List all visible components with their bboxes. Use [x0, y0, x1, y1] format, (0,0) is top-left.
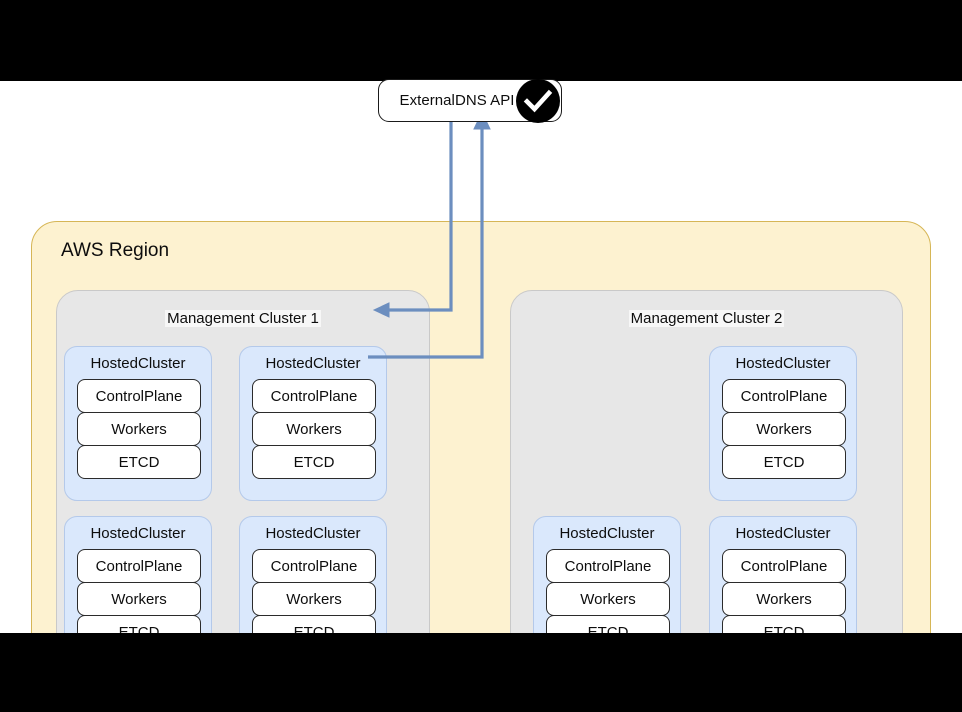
management-cluster-2-label-text: Management Cluster 2 — [628, 310, 785, 327]
component-workers[interactable]: Workers — [252, 412, 376, 446]
component-controlplane[interactable]: ControlPlane — [546, 549, 670, 583]
hosted-cluster-2-2[interactable]: HostedCluster ControlPlane Workers ETCD — [533, 516, 681, 633]
hosted-cluster-label: HostedCluster — [559, 525, 655, 542]
management-cluster-1-label: Management Cluster 1 — [57, 310, 429, 327]
hosted-cluster-1-2[interactable]: HostedCluster ControlPlane Workers ETCD — [239, 346, 387, 501]
component-controlplane[interactable]: ControlPlane — [252, 379, 376, 413]
component-workers[interactable]: Workers — [77, 412, 201, 446]
component-etcd[interactable]: ETCD — [252, 615, 376, 633]
hosted-cluster-label: HostedCluster — [90, 525, 186, 542]
hosted-cluster-label: HostedCluster — [265, 355, 361, 372]
externaldns-api-label: ExternalDNS API — [399, 92, 515, 109]
diagram-content-area: AWS Region Management Cluster 1 Manageme… — [0, 81, 962, 633]
hosted-cluster-1-3[interactable]: HostedCluster ControlPlane Workers ETCD — [64, 516, 212, 633]
hosted-cluster-components: ControlPlane Workers ETCD — [252, 379, 376, 479]
component-etcd[interactable]: ETCD — [722, 615, 846, 633]
component-controlplane[interactable]: ControlPlane — [722, 379, 846, 413]
management-cluster-2-label: Management Cluster 2 — [511, 310, 902, 327]
hosted-cluster-label: HostedCluster — [265, 525, 361, 542]
management-cluster-1-label-text: Management Cluster 1 — [165, 310, 321, 327]
hosted-cluster-2-1[interactable]: HostedCluster ControlPlane Workers ETCD — [709, 346, 857, 501]
component-controlplane[interactable]: ControlPlane — [252, 549, 376, 583]
hosted-cluster-components: ControlPlane Workers ETCD — [77, 549, 201, 633]
component-etcd[interactable]: ETCD — [546, 615, 670, 633]
hosted-cluster-label: HostedCluster — [90, 355, 186, 372]
hosted-cluster-components: ControlPlane Workers ETCD — [77, 379, 201, 479]
component-controlplane[interactable]: ControlPlane — [722, 549, 846, 583]
component-controlplane[interactable]: ControlPlane — [77, 549, 201, 583]
component-workers[interactable]: Workers — [252, 582, 376, 616]
component-etcd[interactable]: ETCD — [77, 445, 201, 479]
hosted-cluster-components: ControlPlane Workers ETCD — [722, 549, 846, 633]
component-workers[interactable]: Workers — [722, 582, 846, 616]
hosted-cluster-1-4[interactable]: HostedCluster ControlPlane Workers ETCD — [239, 516, 387, 633]
component-etcd[interactable]: ETCD — [77, 615, 201, 633]
hosted-cluster-components: ControlPlane Workers ETCD — [252, 549, 376, 633]
component-controlplane[interactable]: ControlPlane — [77, 379, 201, 413]
hosted-cluster-components: ControlPlane Workers ETCD — [546, 549, 670, 633]
hosted-cluster-2-3[interactable]: HostedCluster ControlPlane Workers ETCD — [709, 516, 857, 633]
hosted-cluster-label: HostedCluster — [735, 525, 831, 542]
component-etcd[interactable]: ETCD — [252, 445, 376, 479]
hosted-cluster-1-1[interactable]: HostedCluster ControlPlane Workers ETCD — [64, 346, 212, 501]
component-etcd[interactable]: ETCD — [722, 445, 846, 479]
aws-region-label: AWS Region — [61, 240, 170, 261]
hosted-cluster-label: HostedCluster — [735, 355, 831, 372]
component-workers[interactable]: Workers — [722, 412, 846, 446]
hosted-cluster-components: ControlPlane Workers ETCD — [722, 379, 846, 479]
component-workers[interactable]: Workers — [77, 582, 201, 616]
component-workers[interactable]: Workers — [546, 582, 670, 616]
check-circle-icon — [516, 79, 560, 123]
